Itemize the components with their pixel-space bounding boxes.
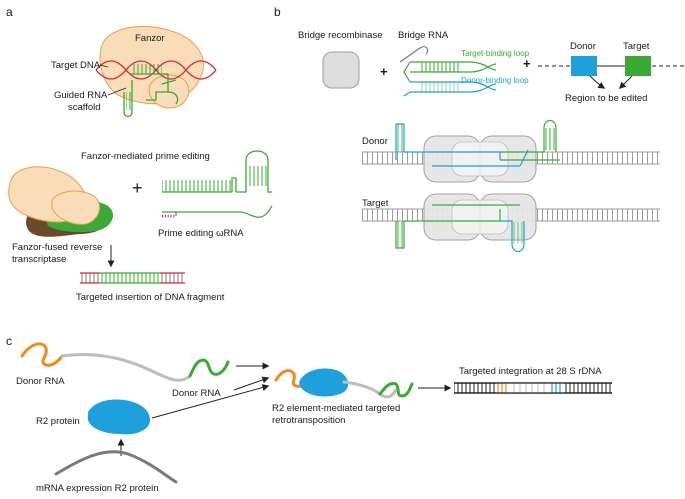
region-to-edit: [538, 56, 684, 89]
bridge-rna: [399, 46, 497, 97]
bridge-recombinase-label: Bridge recombinase: [298, 30, 383, 41]
mrna-expression-label: mRNA expression R2 protein: [36, 483, 159, 494]
fused-rt-label-2: transcriptase: [12, 254, 66, 265]
panel-label-b: b: [274, 5, 281, 19]
donor-binding-loop-label: Donor-binding loop: [461, 76, 529, 85]
arrow-r2-to-complex: [151, 384, 270, 419]
donor-label: Donor: [570, 41, 596, 52]
plus-a: +: [132, 178, 143, 198]
r2-protein: [88, 399, 150, 435]
fanzor-complex: [95, 26, 217, 118]
target-row-label: Target: [362, 198, 389, 209]
rdna-integration: [454, 382, 612, 394]
donor-block: [571, 56, 597, 76]
fanzor-rt-fusion: [8, 166, 114, 237]
target-label: Target: [623, 41, 650, 52]
donor-row-label: Donor: [362, 136, 388, 147]
target-block: [625, 56, 651, 76]
guided-rna-scaffold: [123, 73, 179, 118]
r2-protein-label: R2 protein: [36, 416, 80, 427]
arrow-donorrna2-to-complex: [233, 376, 270, 391]
panel-label-c: c: [6, 334, 12, 348]
target-binding-loop-label: Target-binding loop: [461, 49, 530, 58]
target-dna-complex: [362, 193, 660, 253]
insertion-label: Targeted insertion of DNA fragment: [76, 292, 225, 303]
fanzor-label: Fanzor: [135, 33, 165, 44]
bridge-recombinase: [322, 51, 360, 89]
inserted-dna-fragment: [80, 272, 185, 284]
mrna-strand: [54, 450, 178, 484]
donor-rna-label-2: Donor RNA: [172, 388, 221, 399]
r2-complex: [274, 368, 414, 399]
r2-mediated-label-2: retrotransposition: [272, 415, 345, 426]
guided-rna-label-2: scaffold: [68, 102, 101, 113]
prime-editing-rna: [162, 150, 273, 218]
prime-editing-title: Fanzor-mediated prime editing: [81, 151, 210, 162]
donor-dna-complex: [362, 119, 660, 183]
guided-rna-label-1: Guided RNA: [54, 90, 108, 101]
bridge-rna-label: Bridge RNA: [398, 30, 449, 41]
donor-rna-label-1: Donor RNA: [16, 376, 65, 387]
panel-label-a: a: [6, 5, 13, 19]
prime-editing-rna-label: Prime editing ωRNA: [158, 228, 244, 239]
integration-label: Targeted integration at 28 S rDNA: [459, 366, 602, 377]
plus-b-1: +: [380, 64, 388, 79]
region-label: Region to be edited: [565, 93, 647, 104]
donor-rna-molecule: [20, 342, 230, 382]
r2-mediated-label-1: R2 element-mediated targeted: [272, 403, 400, 414]
target-dna-label: Target DNA: [51, 60, 101, 71]
plus-b-2: +: [523, 56, 531, 71]
fused-rt-label-1: Fanzor-fused reverse: [12, 242, 102, 253]
